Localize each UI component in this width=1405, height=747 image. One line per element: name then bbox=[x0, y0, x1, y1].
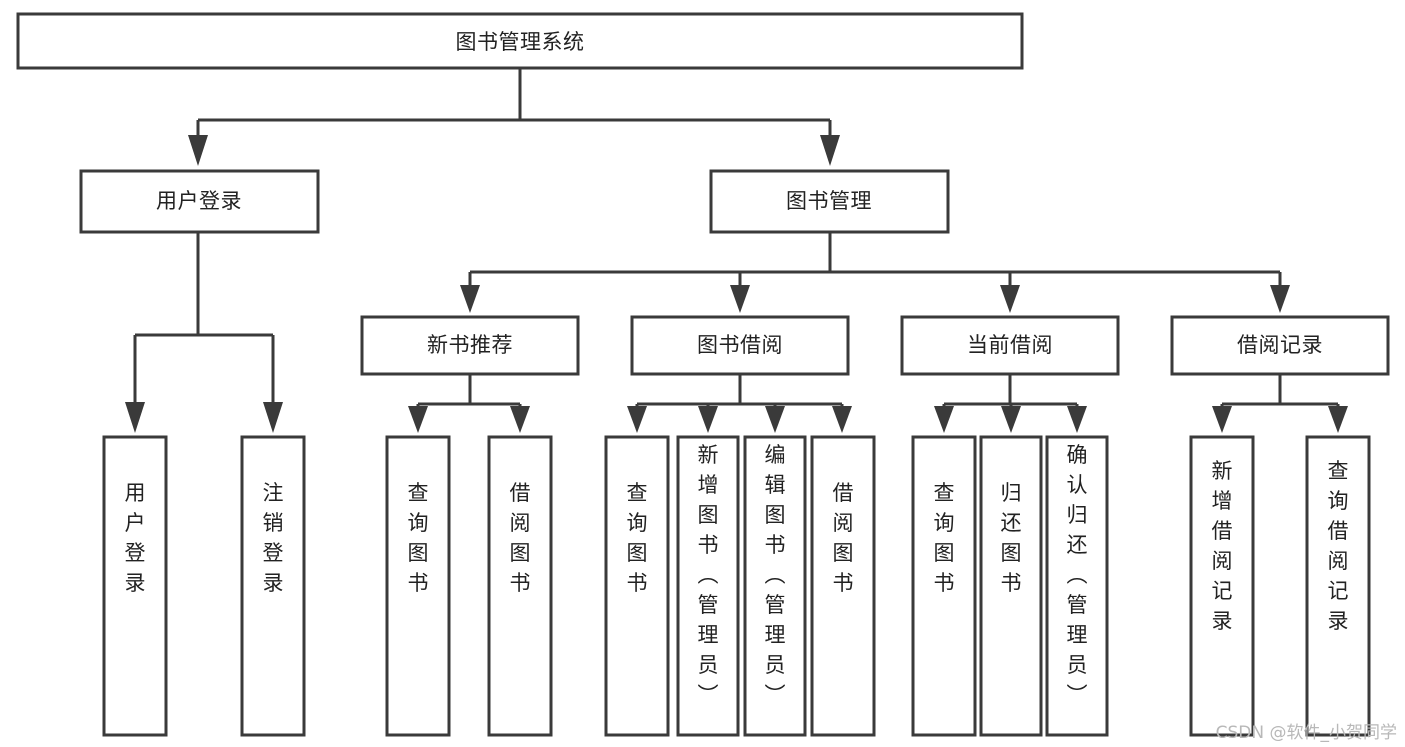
arrow-head-current-borrow-leaf-1 bbox=[934, 406, 954, 433]
leaf-current-borrow-1-label: 查询图书 bbox=[934, 481, 955, 595]
node-book-mgmt[interactable]: 图书管理 bbox=[709, 169, 950, 234]
leaf-book-borrow-1-box[interactable] bbox=[604, 435, 670, 737]
leaf-user-login-2[interactable]: 注销登录 bbox=[240, 435, 306, 737]
node-borrow-record[interactable]: 借阅记录 bbox=[1170, 315, 1390, 376]
arrow-head-to-current-borrow bbox=[1000, 285, 1020, 313]
leaf-book-borrow-1[interactable]: 查询图书 bbox=[604, 435, 670, 737]
node-root-label: 图书管理系统 bbox=[456, 30, 585, 54]
leaf-user-login-2-box[interactable] bbox=[240, 435, 306, 737]
arrow-head-user-login-leaf-1 bbox=[125, 402, 145, 433]
connector-group-book-borrow bbox=[627, 374, 852, 433]
arrow-head-to-book-borrow bbox=[730, 285, 750, 313]
leaf-current-borrow-1-box[interactable] bbox=[911, 435, 977, 737]
leaf-new-book-1[interactable]: 查询图书 bbox=[385, 435, 451, 737]
leaf-new-book-2[interactable]: 借阅图书 bbox=[487, 435, 553, 737]
node-book-mgmt-label: 图书管理 bbox=[786, 189, 872, 213]
leaf-user-login-2-label: 注销登录 bbox=[263, 481, 284, 595]
node-root[interactable]: 图书管理系统 bbox=[16, 12, 1024, 70]
node-user-login[interactable]: 用户登录 bbox=[79, 169, 320, 234]
node-root-box[interactable] bbox=[16, 12, 1024, 70]
connector-group-user-login bbox=[125, 232, 283, 433]
node-current-borrow[interactable]: 当前借阅 bbox=[900, 315, 1120, 376]
arrow-head-new-book-leaf-2 bbox=[510, 406, 530, 433]
leaf-book-borrow-2-label: 新增图书︵管理员︶ bbox=[698, 443, 719, 707]
connector-group-root bbox=[188, 68, 840, 166]
leaf-current-borrow-2-box[interactable] bbox=[979, 435, 1043, 737]
leaf-book-borrow-4-label: 借阅图书 bbox=[833, 481, 854, 595]
arrow-head-borrow-record-leaf-2 bbox=[1328, 406, 1348, 433]
node-book-borrow-label: 图书借阅 bbox=[697, 333, 783, 357]
leaf-book-borrow-4-box[interactable] bbox=[810, 435, 876, 737]
leaf-current-borrow-1[interactable]: 查询图书 bbox=[911, 435, 977, 737]
arrow-head-book-borrow-leaf-3 bbox=[765, 406, 785, 433]
leaf-book-borrow-3-label: 编辑图书︵管理员︶ bbox=[765, 443, 786, 707]
leaf-book-borrow-4[interactable]: 借阅图书 bbox=[810, 435, 876, 737]
leaf-book-borrow-3-box[interactable] bbox=[743, 435, 807, 737]
leaf-new-book-1-box[interactable] bbox=[385, 435, 451, 737]
leaf-user-login-1[interactable]: 用户登录 bbox=[102, 435, 168, 737]
node-new-book-recommend[interactable]: 新书推荐 bbox=[360, 315, 580, 376]
leaf-current-borrow-3-box[interactable] bbox=[1045, 435, 1109, 737]
arrow-head-to-borrow-record bbox=[1270, 285, 1290, 313]
arrow-head-to-new-book bbox=[460, 285, 480, 313]
leaf-book-borrow-2[interactable]: 新增图书︵管理员︶ bbox=[676, 435, 740, 737]
arrow-head-root-to-book-mgmt bbox=[820, 135, 840, 166]
leaf-book-borrow-2-box[interactable] bbox=[676, 435, 740, 737]
leaf-new-book-1-label: 查询图书 bbox=[408, 481, 429, 595]
leaf-user-login-1-box[interactable] bbox=[102, 435, 168, 737]
leaf-new-book-2-box[interactable] bbox=[487, 435, 553, 737]
leaf-borrow-record-2-box[interactable] bbox=[1305, 435, 1371, 737]
leaf-borrow-record-1-box[interactable] bbox=[1189, 435, 1255, 737]
arrow-head-book-borrow-leaf-4 bbox=[832, 406, 852, 433]
node-current-borrow-box[interactable] bbox=[900, 315, 1120, 376]
arrow-head-book-borrow-leaf-1 bbox=[627, 406, 647, 433]
connector-group-current-borrow bbox=[934, 374, 1087, 433]
arrow-head-root-to-user-login bbox=[188, 135, 208, 166]
arrow-head-current-borrow-leaf-3 bbox=[1067, 406, 1087, 433]
leaf-borrow-record-2[interactable]: 查询借阅记录 bbox=[1305, 435, 1371, 737]
arrow-head-book-borrow-leaf-2 bbox=[698, 406, 718, 433]
node-user-login-box[interactable] bbox=[79, 169, 320, 234]
leaf-book-borrow-3[interactable]: 编辑图书︵管理员︶ bbox=[743, 435, 807, 737]
connector-group-borrow-record bbox=[1212, 374, 1348, 433]
leaf-current-borrow-2-label: 归还图书 bbox=[1001, 481, 1022, 595]
leaf-book-borrow-1-label: 查询图书 bbox=[627, 481, 648, 595]
node-book-borrow-box[interactable] bbox=[630, 315, 850, 376]
leaf-current-borrow-3[interactable]: 确认归还︵管理员︶ bbox=[1045, 435, 1109, 737]
arrow-head-user-login-leaf-2 bbox=[263, 402, 283, 433]
leaf-new-book-2-label: 借阅图书 bbox=[510, 481, 531, 595]
node-new-book-recommend-box[interactable] bbox=[360, 315, 580, 376]
arrow-head-borrow-record-leaf-1 bbox=[1212, 406, 1232, 433]
leaf-user-login-1-label: 用户登录 bbox=[125, 481, 146, 595]
leaf-borrow-record-1[interactable]: 新增借阅记录 bbox=[1189, 435, 1255, 737]
leaf-borrow-record-1-label: 新增借阅记录 bbox=[1212, 459, 1233, 633]
node-book-mgmt-box[interactable] bbox=[709, 169, 950, 234]
node-current-borrow-label: 当前借阅 bbox=[967, 333, 1053, 357]
connector-group-book-mgmt bbox=[460, 232, 1290, 313]
leaf-current-borrow-2[interactable]: 归还图书 bbox=[979, 435, 1043, 737]
leaf-borrow-record-2-label: 查询借阅记录 bbox=[1328, 459, 1349, 633]
node-user-login-label: 用户登录 bbox=[156, 189, 242, 213]
connector-group-new-book bbox=[408, 374, 530, 433]
arrow-head-current-borrow-leaf-2 bbox=[1001, 406, 1021, 433]
node-book-borrow[interactable]: 图书借阅 bbox=[630, 315, 850, 376]
csdn-watermark: CSDN @软件_小贺同学 bbox=[1215, 723, 1397, 743]
leaf-current-borrow-3-label: 确认归还︵管理员︶ bbox=[1067, 443, 1088, 707]
node-new-book-recommend-label: 新书推荐 bbox=[427, 333, 513, 357]
node-borrow-record-box[interactable] bbox=[1170, 315, 1390, 376]
node-borrow-record-label: 借阅记录 bbox=[1237, 333, 1323, 357]
arrow-head-new-book-leaf-1 bbox=[408, 406, 428, 433]
